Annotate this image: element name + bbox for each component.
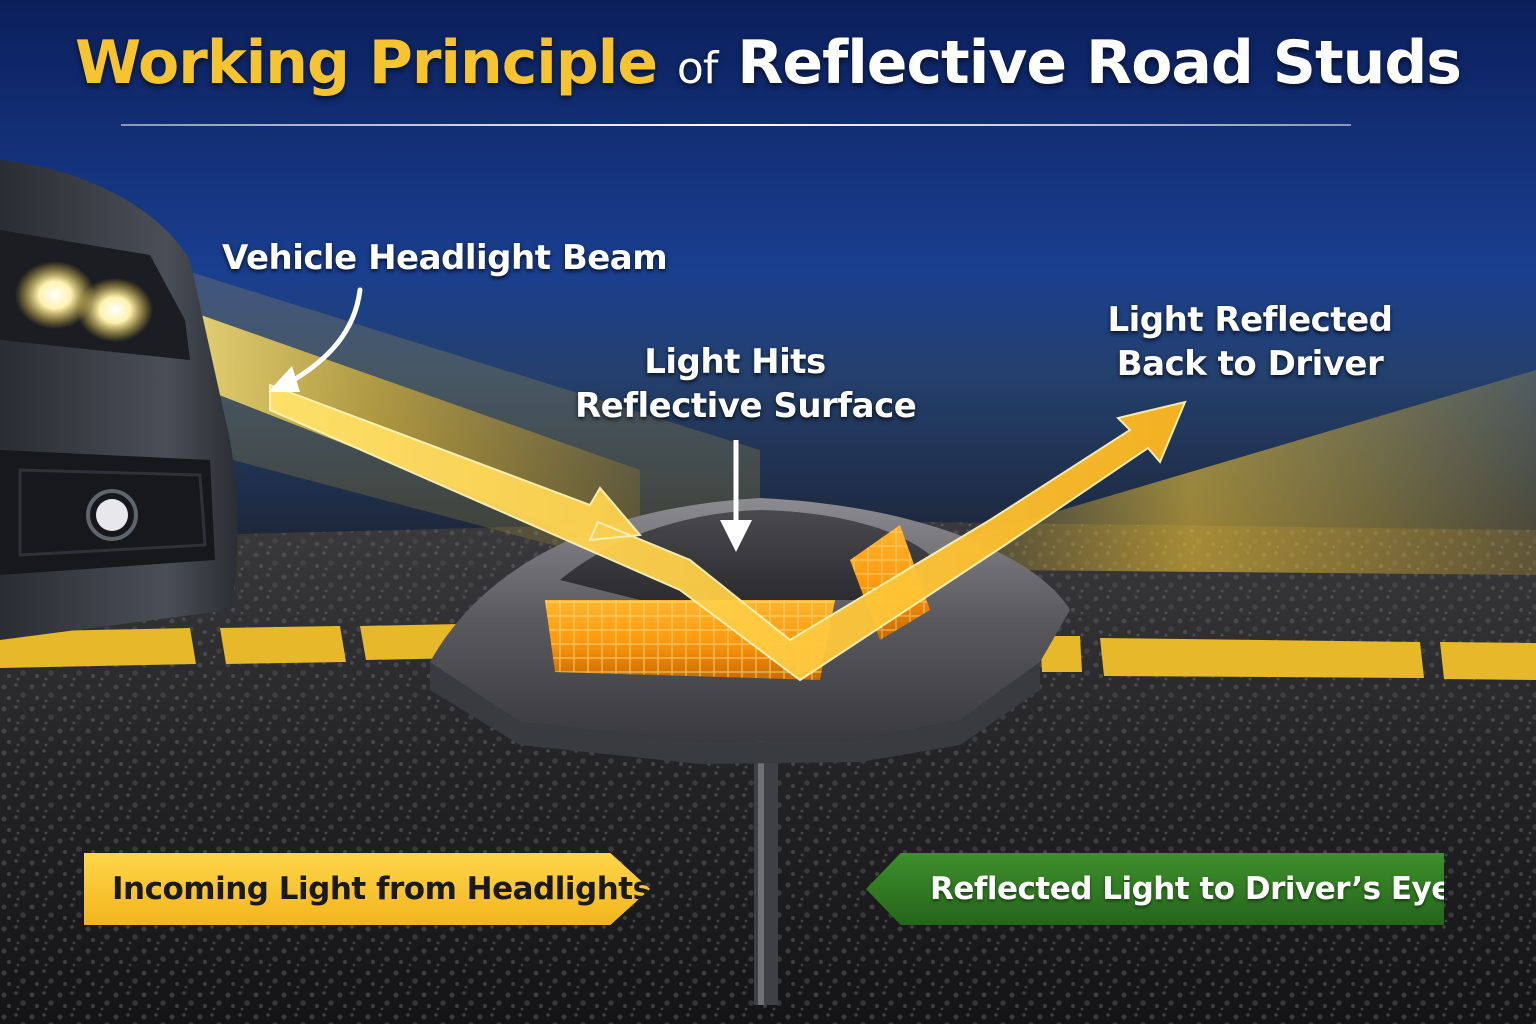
stud-anchor-post xyxy=(754,735,778,1005)
title-connector: of xyxy=(676,43,718,94)
banner-incoming-light: Incoming Light from Headlights xyxy=(84,853,650,925)
far-light-glow xyxy=(960,370,1536,575)
label-light-hits-line2: Reflective Surface xyxy=(575,386,917,426)
headlight-lamp xyxy=(77,278,153,342)
page-title: Working Principle of Reflective Road Stu… xyxy=(0,28,1536,98)
headlight-lamp xyxy=(15,261,95,329)
title-highlight: Working Principle xyxy=(74,28,658,98)
title-rest: Reflective Road Studs xyxy=(737,28,1462,98)
label-light-reflected: Light Reflected Back to Driver xyxy=(1105,298,1395,386)
label-light-reflected-line1: Light Reflected xyxy=(1107,300,1393,340)
label-headlight-beam: Vehicle Headlight Beam xyxy=(222,238,668,278)
light-path-arrow xyxy=(269,383,1187,682)
title-divider xyxy=(121,124,1351,126)
car xyxy=(0,160,238,640)
headlight-pointer-arrow xyxy=(282,287,363,388)
label-light-hits: Light Hits Reflective Surface xyxy=(575,340,917,428)
label-light-reflected-line2: Back to Driver xyxy=(1116,344,1384,384)
label-light-hits-line1: Light Hits xyxy=(644,342,826,382)
banner-reflected-light: Reflected Light to Driver’s Eyes xyxy=(866,853,1444,925)
fog-lamp xyxy=(96,499,128,531)
